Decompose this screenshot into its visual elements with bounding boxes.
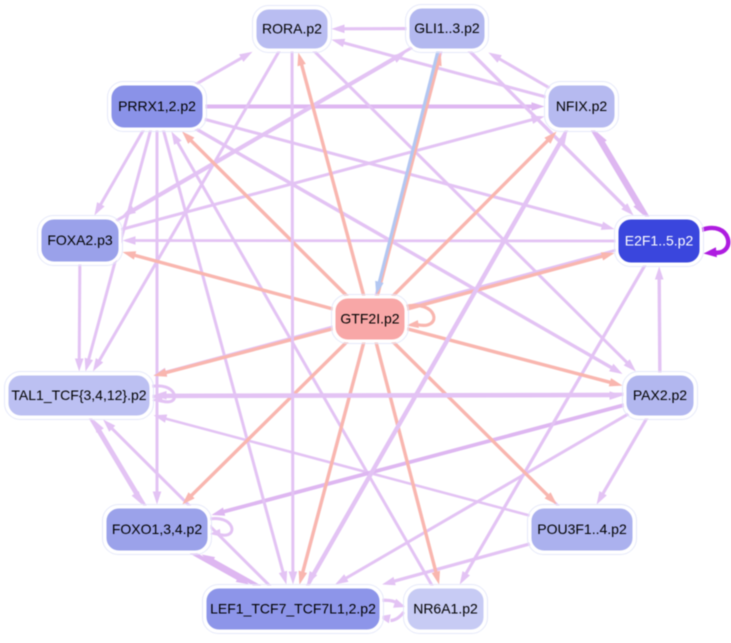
svg-text:GTF2I.p2: GTF2I.p2 — [340, 311, 399, 327]
svg-text:POU3F1..4.p2: POU3F1..4.p2 — [537, 521, 627, 537]
svg-text:PAX2.p2: PAX2.p2 — [633, 387, 687, 403]
svg-text:E2F1..5.p2: E2F1..5.p2 — [625, 233, 694, 249]
svg-text:NFIX.p2: NFIX.p2 — [556, 98, 608, 114]
svg-text:GLI1..3.p2: GLI1..3.p2 — [414, 20, 480, 36]
svg-text:RORA.p2: RORA.p2 — [262, 21, 322, 37]
svg-text:NR6A1.p2: NR6A1.p2 — [413, 601, 478, 617]
svg-text:PRRX1,2.p2: PRRX1,2.p2 — [118, 98, 196, 114]
svg-text:FOXA2.p3: FOXA2.p3 — [47, 232, 113, 248]
svg-text:LEF1_TCF7_TCF7L1,2.p2: LEF1_TCF7_TCF7L1,2.p2 — [210, 601, 376, 617]
svg-text:FOXO1,3,4.p2: FOXO1,3,4.p2 — [112, 521, 202, 537]
svg-text:TAL1_TCF{3,4,12}.p2: TAL1_TCF{3,4,12}.p2 — [11, 387, 146, 403]
